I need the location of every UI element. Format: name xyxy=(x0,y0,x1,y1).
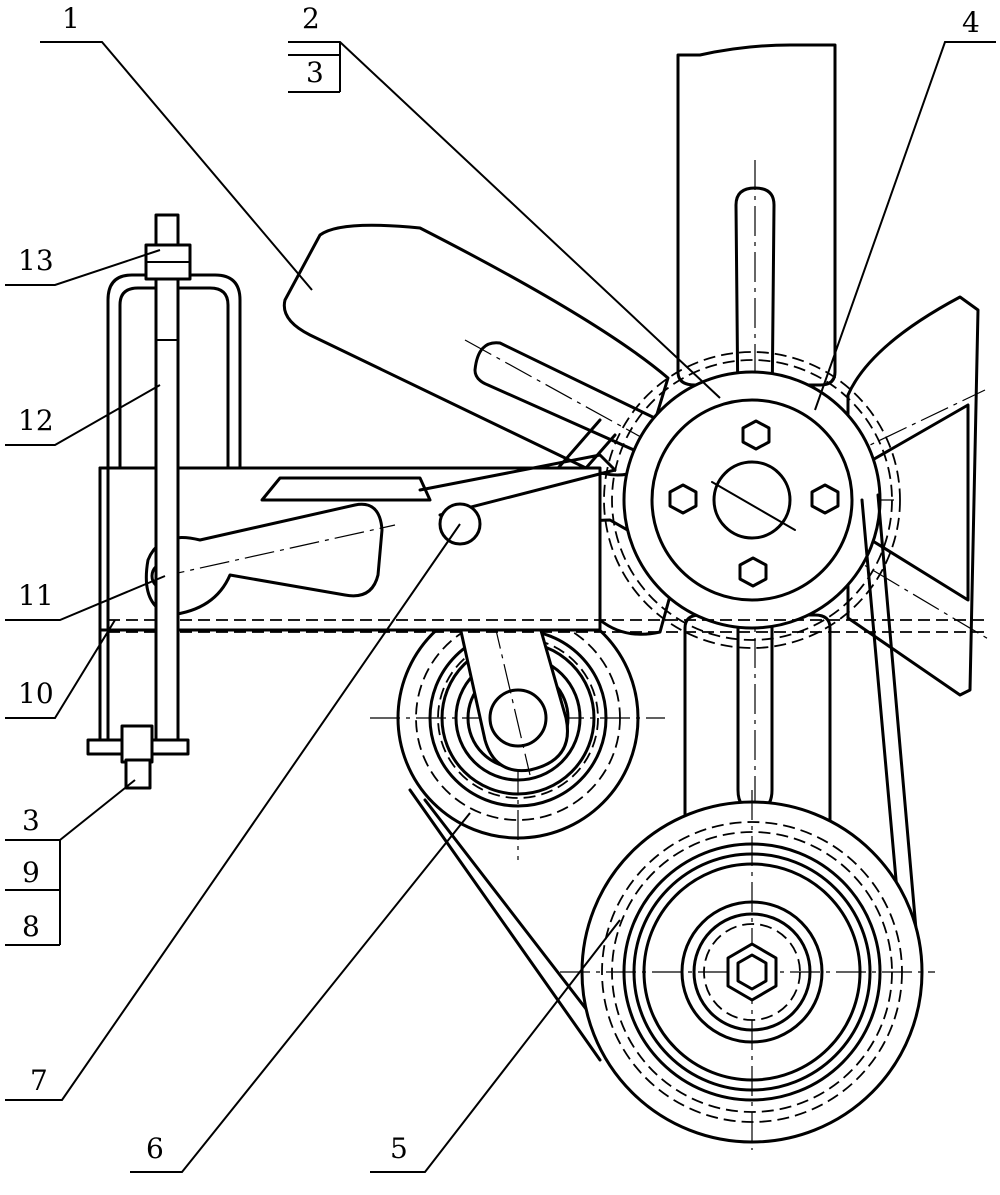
label-9: 9 xyxy=(22,856,40,889)
labels: 1 2 3 4 13 12 11 10 3 9 8 7 6 5 xyxy=(18,2,980,1165)
crankshaft-pulley xyxy=(560,790,935,1150)
hub-bolt-left xyxy=(668,483,698,515)
label-13: 13 xyxy=(18,244,54,277)
hub-bolt-top xyxy=(741,419,771,451)
label-10: 10 xyxy=(18,677,54,710)
label-7: 7 xyxy=(30,1064,48,1097)
fan-hub xyxy=(603,351,901,649)
hub-bolt-bottom xyxy=(738,556,768,588)
label-3-bottom: 3 xyxy=(22,804,40,837)
label-4: 4 xyxy=(962,6,980,39)
label-1: 1 xyxy=(62,2,80,35)
label-12: 12 xyxy=(18,404,54,437)
label-3-top: 3 xyxy=(306,56,324,89)
label-6: 6 xyxy=(146,1132,164,1165)
hub-bolt-right xyxy=(810,483,840,515)
leader-lines xyxy=(5,41,996,1173)
label-8: 8 xyxy=(22,910,40,943)
label-2: 2 xyxy=(302,2,320,35)
label-11: 11 xyxy=(18,579,54,612)
label-5: 5 xyxy=(390,1132,408,1165)
